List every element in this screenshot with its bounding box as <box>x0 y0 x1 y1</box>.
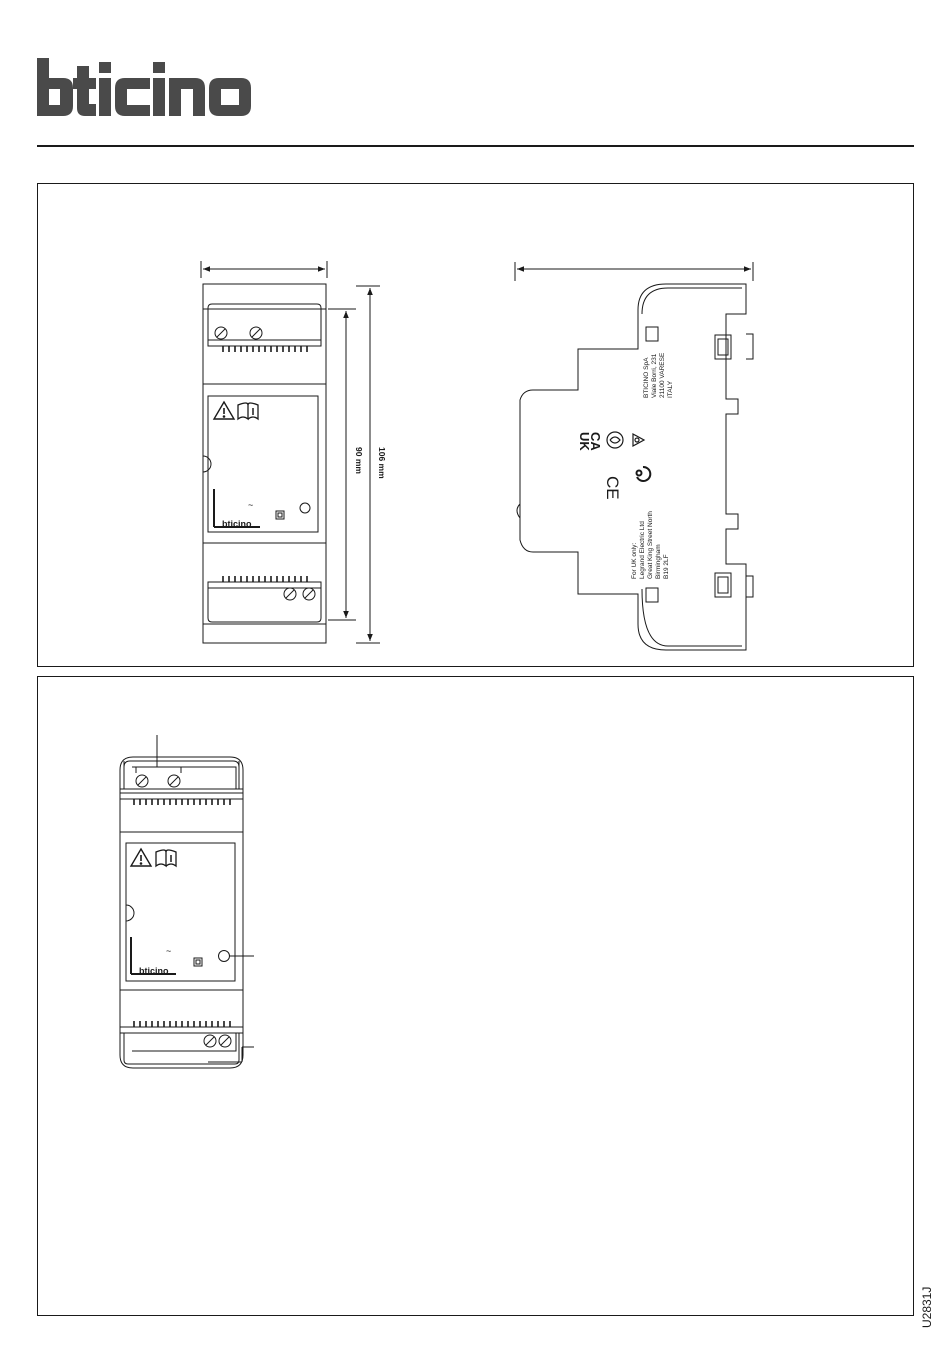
warning-triangle-icon-2 <box>131 849 151 866</box>
uk-address-line5: B19 2LF <box>663 554 670 579</box>
triangle-mark-icon <box>633 434 644 446</box>
manufacturer-line2: Viale Borri, 231 <box>651 353 658 398</box>
uk-address-line4: Birmingham <box>655 544 662 579</box>
connections-panel: bticino ~ <box>37 676 914 1316</box>
read-manual-icon <box>238 403 258 419</box>
warning-triangle-icon <box>214 402 234 419</box>
connection-logo-text: bticino <box>139 966 169 976</box>
header-rule <box>37 145 914 147</box>
dimensions-panel: bticino ~ 90 mm 106 mm UK CA <box>37 183 914 667</box>
manufacturer-line1: BTICINO SpA <box>643 357 650 398</box>
connections-drawing: bticino ~ <box>38 677 913 1315</box>
ukca-mark-icon: UK CA <box>577 432 603 451</box>
ce-mark-icon: CE <box>603 476 622 500</box>
ce-mark-text: CE <box>603 476 622 500</box>
uk-address-line3: Great King Street North <box>647 511 654 579</box>
recycle-mark-icon <box>607 432 623 448</box>
document-code: U2831J <box>915 1276 950 1328</box>
ukca-line2: CA <box>588 432 603 451</box>
dimension-90mm: 90 mm <box>354 447 364 474</box>
manufacturer-line3: 21100 VARESE <box>659 352 666 398</box>
front-ac-symbol: ~ <box>248 500 253 510</box>
dimensions-drawing: bticino ~ 90 mm 106 mm UK CA <box>38 184 913 666</box>
connection-ac-symbol: ~ <box>166 946 171 956</box>
uk-address-line2: Legrand Electric Ltd <box>639 521 646 579</box>
document-code-text: U2831J <box>920 1287 934 1328</box>
uk-address-line1: For UK only: <box>631 543 638 579</box>
front-logo-text: bticino <box>222 519 252 529</box>
safety-mark-icon <box>637 467 651 481</box>
read-manual-icon-2 <box>156 850 176 866</box>
manufacturer-line4: ITALY <box>667 380 674 398</box>
bticino-logo: bticino <box>37 58 293 116</box>
dimension-106mm: 106 mm <box>377 447 387 479</box>
side-view <box>515 262 753 650</box>
